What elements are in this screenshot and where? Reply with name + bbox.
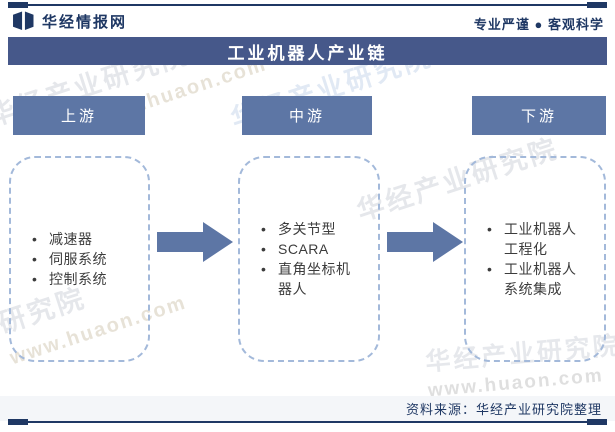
list-item: 减速器 (27, 229, 127, 249)
data-source-note: 资料来源：华经产业研究院整理 (405, 402, 602, 417)
panel-midstream: 多关节型 SCARA 直角坐标机器人 (238, 156, 380, 362)
stage-header-downstream: 下游 (472, 96, 606, 135)
midstream-item-list: 多关节型 SCARA 直角坐标机器人 (240, 219, 356, 299)
panel-downstream: 工业机器人工程化 工业机器人系统集成 (464, 156, 606, 362)
title-bar: 工业机器人产业链 (8, 37, 607, 65)
list-item: 伺服系统 (27, 249, 127, 269)
stage-header-upstream: 上游 (13, 96, 145, 135)
list-item: 控制系统 (27, 269, 127, 289)
stage-label: 下游 (520, 108, 557, 125)
downstream-item-list: 工业机器人工程化 工业机器人系统集成 (466, 219, 582, 299)
upstream-item-list: 减速器 伺服系统 控制系统 (11, 229, 127, 289)
list-item: SCARA (256, 239, 356, 259)
stage-header-midstream: 中游 (242, 96, 372, 135)
top-divider (8, 2, 607, 8)
panel-upstream: 减速器 伺服系统 控制系统 (9, 156, 150, 362)
brand-slogan: 专业严谨 ● 客观科学 (473, 17, 604, 32)
page-title: 工业机器人产业链 (227, 43, 388, 63)
book-logo-icon (13, 11, 34, 31)
brand-name: 华经情报网 (42, 13, 128, 31)
brand: 华经情报网 (12, 10, 127, 32)
flow-arrow-icon (157, 222, 233, 262)
footer-band (0, 396, 615, 421)
stage-label: 中游 (288, 108, 325, 125)
list-item: 直角坐标机器人 (256, 259, 356, 299)
stage-label: 上游 (60, 108, 97, 125)
list-item: 多关节型 (256, 219, 356, 239)
flow-arrow-icon (387, 222, 463, 262)
list-item: 工业机器人工程化 (482, 219, 582, 259)
list-item: 工业机器人系统集成 (482, 259, 582, 299)
bottom-divider (8, 419, 607, 425)
